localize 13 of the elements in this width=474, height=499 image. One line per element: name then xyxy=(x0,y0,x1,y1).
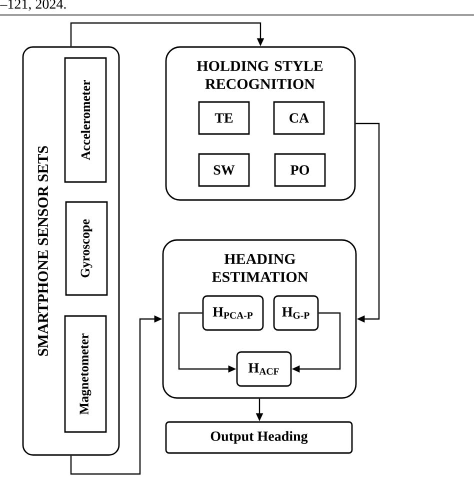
component-box: Accelerometer xyxy=(64,57,107,183)
component-box: TE xyxy=(198,101,250,135)
component-box: H$_{G-P}$ xyxy=(273,295,319,331)
component-box: Output Heading xyxy=(165,421,353,454)
component-box: PO xyxy=(274,153,326,187)
component-box: Magnetometer xyxy=(64,315,107,433)
component-box: SW xyxy=(198,153,250,187)
component-box: H$_{PCA-P}$ xyxy=(202,295,264,331)
arrow xyxy=(356,122,380,323)
arrow xyxy=(70,22,264,46)
component-box: Gyroscope xyxy=(65,201,108,296)
component-box: CA xyxy=(273,101,325,135)
component-box: H$_{ACF}$ xyxy=(236,351,292,387)
